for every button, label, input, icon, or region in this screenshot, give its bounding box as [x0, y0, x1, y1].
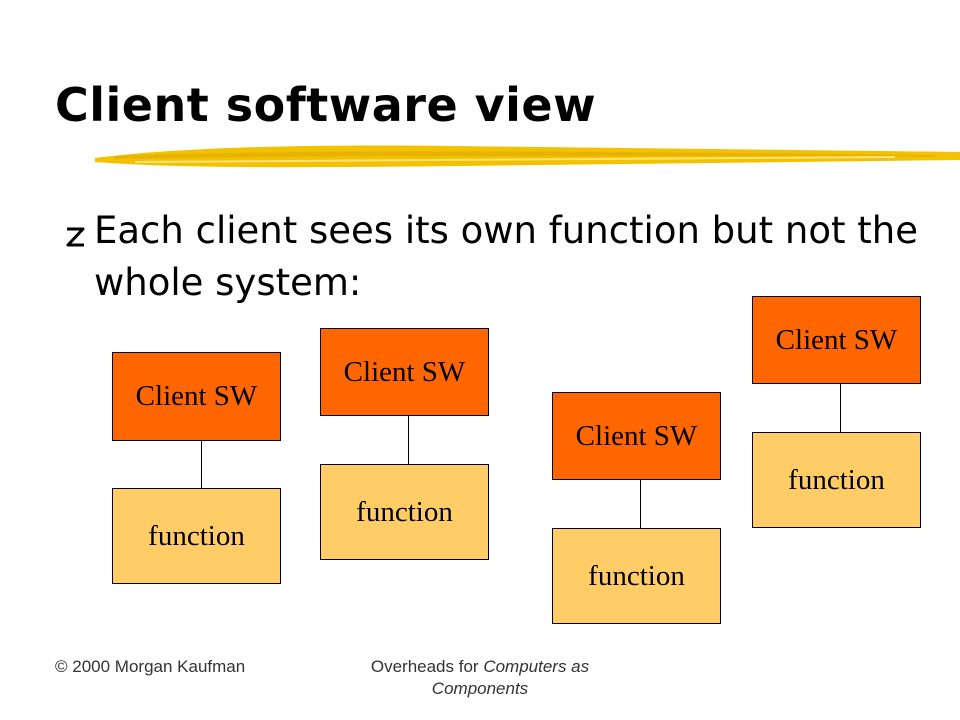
- bullet-z-icon: [66, 227, 85, 247]
- footer-source: Overheads for Computers as Components: [330, 656, 630, 700]
- client-sw-box-3: Client SW: [552, 392, 721, 480]
- connector-line-2: [408, 416, 409, 464]
- client-sw-box-1: Client SW: [112, 352, 281, 441]
- function-box-3: function: [552, 528, 721, 624]
- bullet-item: Each client sees its own function but no…: [62, 205, 922, 309]
- connector-line-4: [840, 384, 841, 432]
- connector-line-3: [640, 480, 641, 528]
- function-box-1: function: [112, 488, 281, 584]
- client-sw-box-4: Client SW: [752, 296, 921, 384]
- footer-copyright: © 2000 Morgan Kaufman: [55, 657, 246, 676]
- client-sw-box-2: Client SW: [320, 328, 489, 416]
- slide-title: Client software view: [55, 78, 597, 132]
- title-underline-brush: [95, 145, 960, 168]
- function-box-4: function: [752, 432, 921, 528]
- function-box-2: function: [320, 464, 489, 560]
- bullet-text: Each client sees its own function but no…: [94, 209, 918, 304]
- footer-overheads-prefix: Overheads for: [370, 657, 484, 676]
- connector-line-1: [201, 441, 202, 488]
- footer-book-title: Computers as Components: [431, 657, 590, 698]
